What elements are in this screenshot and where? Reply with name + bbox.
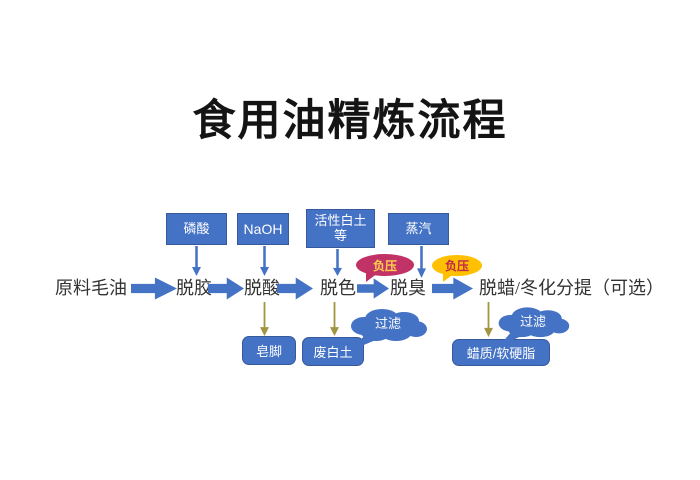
callout-tail <box>366 273 378 282</box>
down-arrow-icon <box>260 246 269 276</box>
output-down-arrow-icon <box>260 302 269 336</box>
input-box-steam: 蒸汽 <box>388 213 449 245</box>
negative-pressure-callout-dewaxing: 负压 <box>432 255 482 276</box>
output-box-spent-clay: 废白土 <box>302 337 364 366</box>
slide-title: 食用油精炼流程 <box>192 97 508 145</box>
output-box-wax-stearin: 蜡质/软硬脂 <box>452 339 550 366</box>
down-arrow-icon <box>417 246 426 278</box>
flow-step-deacidification: 脱酸 <box>244 278 280 298</box>
negative-pressure-callout-deodorization: 负压 <box>356 254 414 276</box>
right-arrow-icon <box>208 277 244 300</box>
down-arrow-icon <box>333 249 342 276</box>
callout-tail <box>443 273 455 282</box>
filter-cloud-spent-clay: 过滤 <box>346 306 430 352</box>
flow-step-degumming: 脱胶 <box>176 278 212 298</box>
right-arrow-icon <box>432 277 473 300</box>
input-box-naoh: NaOH <box>237 213 289 245</box>
right-arrow-icon <box>131 277 177 300</box>
filter-label: 过滤 <box>519 314 546 329</box>
output-down-arrow-icon <box>330 302 339 336</box>
right-arrow-icon <box>277 277 313 300</box>
output-down-arrow-icon <box>484 302 493 337</box>
down-arrow-icon <box>192 246 201 276</box>
output-box-soapstock: 皂脚 <box>242 336 296 365</box>
cloud-icon <box>351 309 427 350</box>
flow-step-deodorization: 脱臭 <box>390 278 426 298</box>
flow-step-bleaching: 脱色 <box>320 278 356 298</box>
right-arrow-icon <box>357 278 389 299</box>
input-box-phosphoric-acid: 磷酸 <box>166 213 227 245</box>
filter-cloud-wax: 过滤 <box>494 304 572 348</box>
cloud-icon <box>498 307 570 346</box>
flow-step-crude-oil: 原料毛油 <box>55 278 127 298</box>
filter-label: 过滤 <box>374 316 401 331</box>
flow-step-dewaxing-optional: 脱蜡/冬化分提（可选） <box>479 278 664 298</box>
input-box-activated-clay: 活性白土 等 <box>306 209 375 248</box>
